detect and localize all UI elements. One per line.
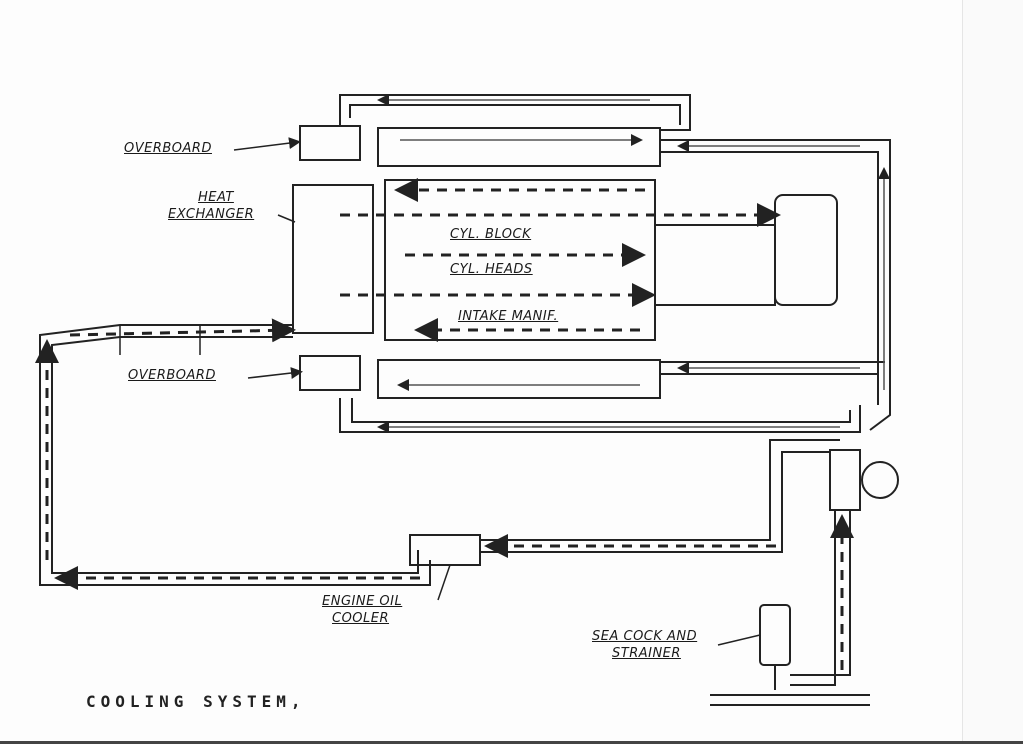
- left-loop-pipe-inner: [51, 336, 419, 574]
- raw-water-pump: [829, 449, 861, 511]
- left-loop-pipe-outer: [39, 324, 431, 586]
- right-feed-pipe: [660, 139, 891, 431]
- top-exhaust-manifold: [377, 127, 661, 167]
- oil-cooler-label-1: ENGINE OIL: [322, 594, 403, 609]
- top-return-pipe: [339, 94, 691, 131]
- heat-exchanger-label-1: HEAT: [198, 190, 234, 205]
- water-pump: [654, 224, 776, 306]
- bottom-exhaust-manifold: [377, 359, 661, 399]
- scan-bottom-edge: [0, 741, 1023, 744]
- overboard-bottom-label: OVERBOARD: [128, 368, 216, 383]
- paper-edge: [962, 0, 1023, 744]
- intake-manifold-label: INTAKE MANIF.: [458, 309, 559, 324]
- overboard-top-arrow: [233, 137, 301, 151]
- cyl-heads-label: CYL. HEADS: [450, 262, 533, 277]
- cyl-block-label: CYL. BLOCK: [450, 227, 532, 242]
- strainer-leader: [717, 634, 761, 646]
- bottom-return-pipe: [339, 398, 861, 433]
- intake-pipe-inner: [790, 510, 851, 676]
- oil-cooler-leader: [437, 564, 451, 601]
- raw-water-pump-pulley: [861, 461, 899, 499]
- pump-feed-pipe-outer: [480, 439, 840, 541]
- pulley-housing: [774, 194, 838, 306]
- hull-line: [710, 694, 870, 706]
- heat-exchanger: [292, 184, 374, 334]
- overboard-top-label: OVERBOARD: [124, 141, 212, 156]
- heat-exchanger-leader: [277, 214, 296, 223]
- sea-cock-label-1: SEA COCK AND: [592, 629, 698, 644]
- top-return-pipe-inner: [349, 104, 681, 125]
- intake-pipe-outer: [790, 510, 836, 686]
- left-fitting: [119, 325, 201, 355]
- diagram-title: COOLING SYSTEM,: [86, 692, 306, 711]
- sea-cock-label-2: STRAINER: [612, 646, 681, 661]
- strainer: [759, 604, 791, 666]
- overboard-bottom-arrow: [247, 367, 303, 379]
- overboard-outlet-bottom: [299, 355, 361, 391]
- flow-left-top: [69, 318, 296, 343]
- engine-oil-cooler: [409, 534, 481, 566]
- overboard-outlet-top: [299, 125, 361, 161]
- right-feed-pipe-inner: [660, 151, 879, 405]
- heat-exchanger-label-2: EXCHANGER: [168, 207, 255, 222]
- pump-feed-pipe-inner: [480, 451, 830, 553]
- bottom-return-pipe-inner: [351, 398, 851, 423]
- oil-cooler-label-2: COOLER: [332, 611, 390, 626]
